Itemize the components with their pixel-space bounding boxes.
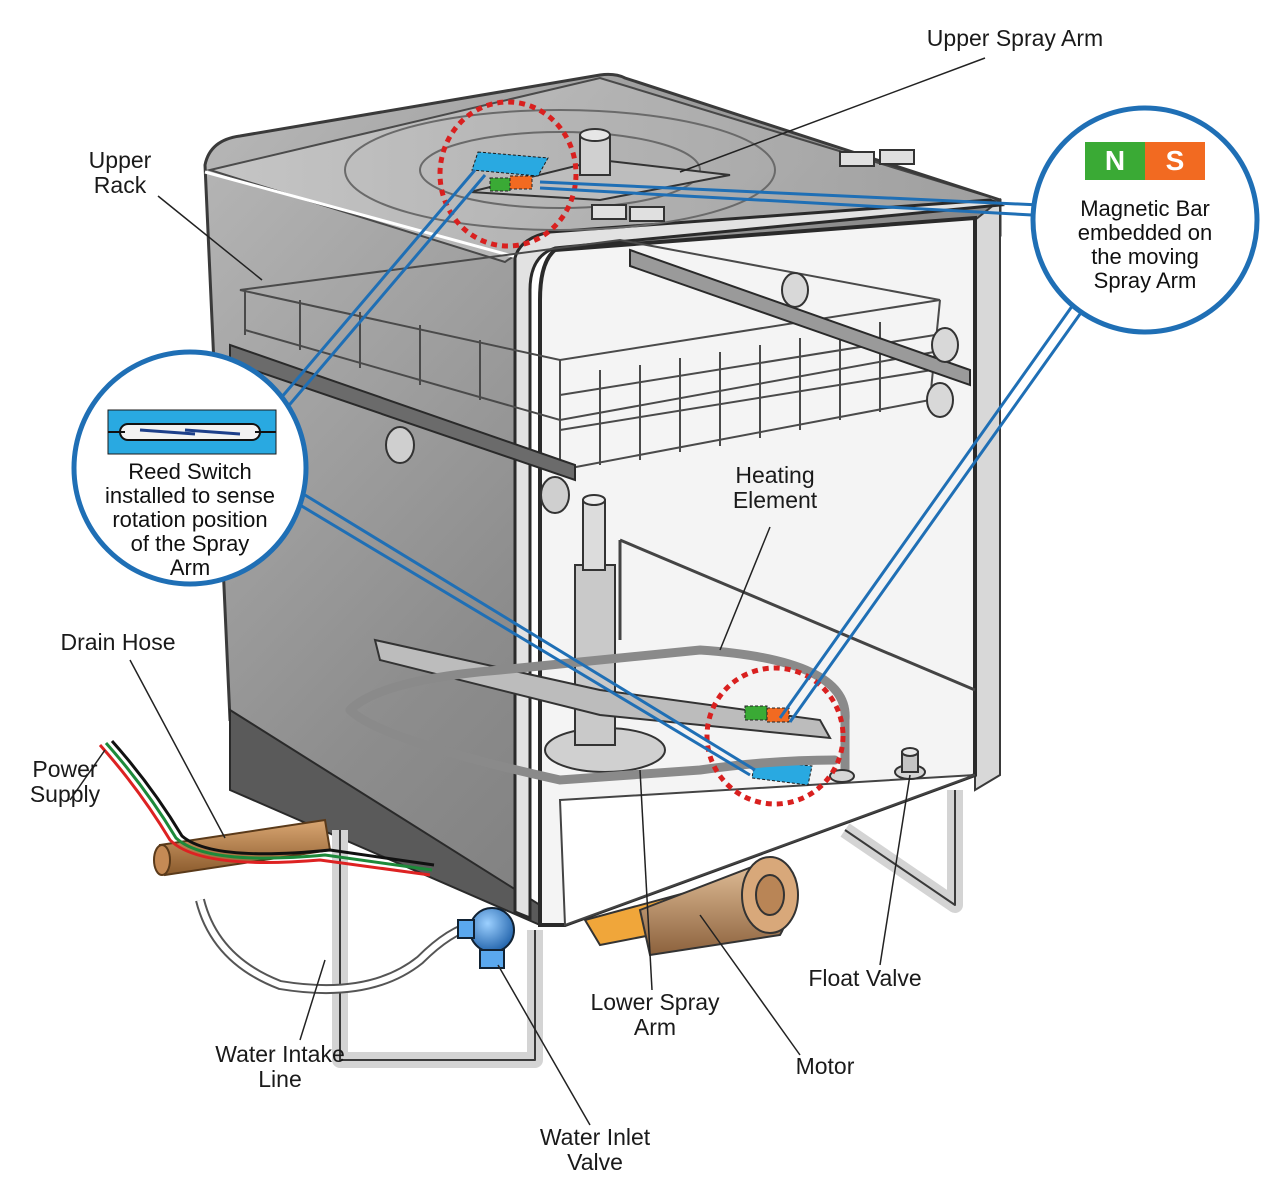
magnet-callout bbox=[1030, 105, 1260, 335]
reed-text-line-5: Arm bbox=[169, 555, 211, 580]
magnet-north-block bbox=[1085, 142, 1145, 180]
reed-callout bbox=[71, 349, 309, 587]
label-float-valve: Float Valve bbox=[808, 965, 922, 991]
reed-text-line-4: of the Spray bbox=[130, 531, 250, 556]
magnet-text-line-3: the moving bbox=[1091, 244, 1199, 269]
reed-text-line-1: Reed Switch bbox=[128, 459, 252, 484]
upper-spray-arm bbox=[344, 109, 776, 231]
label-water-intake-line: Water Intake Line bbox=[215, 1041, 345, 1092]
top-clips bbox=[591, 149, 915, 222]
magnet-south-block bbox=[1145, 142, 1205, 180]
magnet-text-line-4: Spray Arm bbox=[1093, 268, 1197, 293]
callout-lines bbox=[273, 169, 1092, 777]
motor bbox=[583, 856, 799, 957]
label-water-inlet-valve: Water Inlet Valve bbox=[539, 1124, 651, 1175]
power-supply-wires bbox=[98, 740, 435, 877]
support-frame bbox=[332, 790, 963, 1068]
lower-spray-arm bbox=[373, 494, 832, 786]
label-upper-rack: Upper Rack bbox=[88, 147, 152, 198]
label-upper-spray-arm: Upper Spray Arm bbox=[926, 25, 1104, 51]
heating-element bbox=[345, 645, 850, 785]
float-valve bbox=[829, 747, 926, 783]
label-drain-hose: Drain Hose bbox=[60, 629, 176, 655]
reed-text-line-3: rotation position bbox=[112, 507, 268, 532]
magnet-south-label: S bbox=[1165, 145, 1185, 176]
reed-text-line-2: installed to sense bbox=[105, 483, 275, 508]
water-inlet-valve bbox=[457, 907, 515, 969]
rack-rails bbox=[229, 248, 971, 514]
reed-callout-text: Reed Switch installed to sense rotation … bbox=[90, 460, 290, 580]
label-heating-element: Heating Element bbox=[732, 462, 818, 513]
label-power-supply: Power Supply bbox=[29, 756, 101, 807]
label-lower-spray-arm: Lower Spray Arm bbox=[590, 989, 720, 1040]
leader-lines bbox=[69, 57, 986, 1126]
magnet-callout-text: Magnetic Bar embedded on the moving Spra… bbox=[1045, 197, 1245, 293]
label-motor: Motor bbox=[795, 1053, 855, 1079]
magnet-text-line-1: Magnetic Bar bbox=[1080, 196, 1210, 221]
reed-switch-icon bbox=[119, 423, 261, 441]
magnet-north-label: N bbox=[1104, 145, 1126, 176]
highlight-circles bbox=[437, 99, 846, 807]
magnet-text-line-2: embedded on bbox=[1077, 220, 1213, 245]
